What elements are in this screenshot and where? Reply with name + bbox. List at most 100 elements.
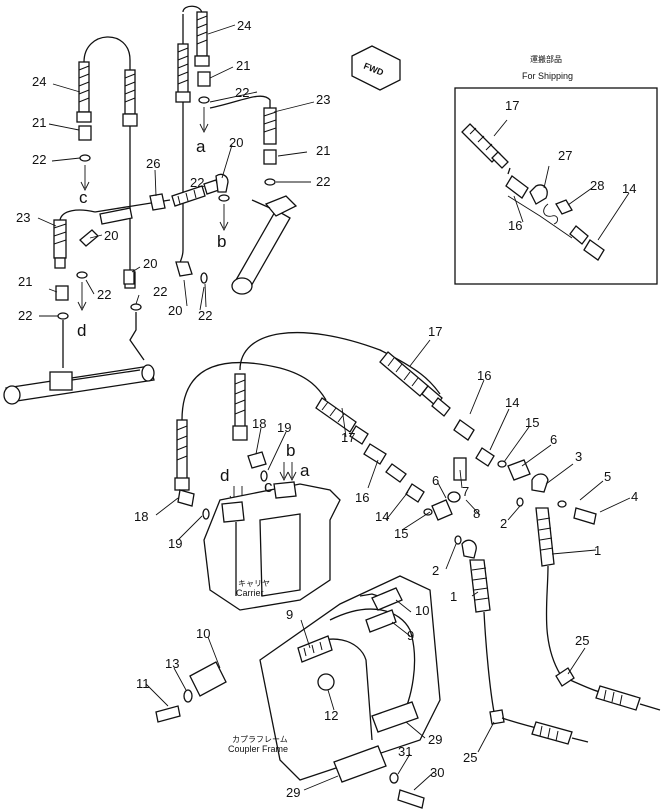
hose-upper-mid (175, 43, 191, 103)
plug-14-lower (405, 483, 425, 503)
plate-9-right (365, 609, 397, 633)
shipping-title-jp: 運搬部品 (530, 54, 562, 64)
carrier-body: キャリヤ Carrier (203, 481, 341, 611)
letter-a-mid: a (300, 461, 310, 480)
elbow-18-a (177, 489, 195, 507)
elbow-20-a (79, 229, 99, 247)
callout-19-upper: 19 (277, 420, 291, 435)
block-6-right (507, 459, 531, 481)
sensor-25-right (555, 667, 661, 711)
o-ring-19-b (260, 470, 268, 482)
bolt-7 (453, 457, 467, 481)
letter-b-mid: b (286, 441, 295, 460)
coupler-frame-label-en: Coupler Frame (228, 744, 288, 754)
o-ring-2-right (516, 497, 524, 507)
callout-20-bottom: 20 (168, 303, 182, 318)
hose-middle-horizontal (94, 173, 229, 225)
shipping-parts-box: 運搬部品 For Shipping (454, 54, 658, 285)
callout-6-right: 6 (550, 432, 557, 447)
connection-letters: c a b d b a c d (77, 137, 310, 496)
elbow-3 (531, 473, 549, 493)
callout-26: 26 (146, 156, 160, 171)
callout-22-bottom-b: 22 (153, 284, 167, 299)
bolt-11 (155, 705, 181, 723)
washer-31 (389, 772, 399, 784)
coupler-frame-label-jp: カプラフレーム (232, 735, 288, 744)
callout-16-lower: 16 (355, 490, 369, 505)
callout-3: 3 (575, 449, 582, 464)
callout-21-right: 21 (316, 143, 330, 158)
hose-24-right (122, 69, 138, 289)
hose-18-right (232, 373, 248, 441)
letter-d-upper: d (77, 321, 86, 340)
o-ring-22-d (218, 194, 230, 202)
washer-13 (183, 689, 193, 703)
callout-15-lower: 15 (394, 526, 408, 541)
callout-29-bottom: 29 (286, 785, 300, 800)
callout-21-bottom: 21 (18, 274, 32, 289)
callout-8: 8 (473, 506, 480, 521)
callout-14-shipping: 14 (622, 181, 636, 196)
callout-16-upper: 16 (477, 368, 491, 383)
callout-14-upper: 14 (505, 395, 519, 410)
callout-18-upper: 18 (252, 416, 266, 431)
callout-22-right: 22 (316, 174, 330, 189)
hose-1-left (461, 539, 495, 713)
callout-25-left: 25 (463, 750, 477, 765)
o-ring-15-upper (497, 460, 507, 468)
callout-22-bottom-a: 22 (97, 287, 111, 302)
washer-8 (447, 491, 461, 503)
bolt-4 (573, 507, 597, 525)
o-ring-15-lower (423, 508, 433, 516)
elbow-20-b (123, 269, 135, 285)
right-hose-assembly (454, 473, 661, 745)
plate-29-right (371, 701, 419, 733)
adapter-21-right (263, 149, 277, 165)
middle-hose-assembly (174, 332, 531, 521)
plug-14-upper (475, 447, 495, 467)
callout-9-left: 9 (286, 607, 293, 622)
hose-18-left (174, 419, 190, 491)
fitting-16-mid-a (363, 443, 387, 465)
adapter-21-top (197, 71, 211, 87)
callout-15-upper: 15 (525, 415, 539, 430)
cylinder-lower-left (3, 312, 155, 405)
cylinder-upper-right (231, 195, 298, 295)
sensor-25-left (489, 709, 589, 745)
callout-7: 7 (462, 484, 469, 499)
callout-22-mid: 22 (190, 175, 204, 190)
callout-1-left: 1 (450, 589, 457, 604)
adapter-21-left (78, 125, 92, 141)
callout-11: 11 (136, 676, 150, 691)
o-ring-22-b (198, 96, 210, 104)
callout-24-left: 24 (32, 74, 46, 89)
callout-5: 5 (604, 469, 611, 484)
hose-17-upper (379, 351, 451, 417)
callout-1-right: 1 (594, 543, 601, 558)
callout-2-left: 2 (432, 563, 439, 578)
o-ring-22-f (130, 303, 142, 311)
adapter-21-bottom (55, 285, 69, 301)
o-ring-5 (557, 500, 567, 508)
bolt-12 (317, 673, 335, 691)
letter-b-upper: b (217, 232, 226, 251)
callout-9-right: 9 (407, 628, 414, 643)
callout-20-top: 20 (229, 135, 243, 150)
callout-14-lower: 14 (375, 509, 389, 524)
shipping-title-en: For Shipping (522, 71, 573, 81)
bracket-10-left (189, 661, 227, 697)
bracket-10-upper (371, 587, 403, 611)
callout-30: 30 (430, 765, 444, 780)
callout-19-lower: 19 (168, 536, 182, 551)
shipping-cap-27 (529, 184, 548, 205)
hose-24-top (194, 11, 210, 67)
elbow-20-c (175, 261, 193, 277)
callout-4: 4 (631, 489, 638, 504)
callout-24-top: 24 (237, 18, 251, 33)
fitting-16-mid-b (385, 463, 407, 483)
shipping-fitting-16-b (569, 225, 589, 245)
callout-10-right: 10 (415, 603, 429, 618)
callout-10-left: 10 (196, 626, 210, 641)
callout-12: 12 (324, 708, 338, 723)
